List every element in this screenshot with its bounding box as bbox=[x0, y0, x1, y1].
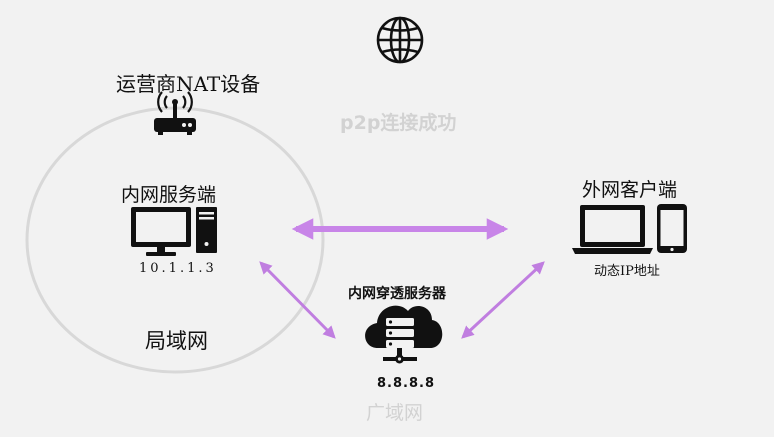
dynamic-ip-label: 动态IP地址 bbox=[594, 264, 660, 279]
phone-icon bbox=[657, 204, 687, 253]
globe-icon bbox=[376, 16, 424, 64]
penetration-server-label: 内网穿透服务器 bbox=[348, 286, 446, 302]
lan-label: 局域网 bbox=[145, 329, 208, 353]
p2p-success-label: p2p连接成功 bbox=[340, 112, 457, 134]
cloud-server-icon bbox=[365, 305, 443, 364]
penetration-server-ip: 8.8.8.8 bbox=[377, 376, 435, 391]
external-client-label: 外网客户端 bbox=[582, 179, 678, 201]
client-to-relay-arrow bbox=[461, 261, 545, 339]
router-icon bbox=[154, 91, 196, 135]
laptop-icon bbox=[572, 205, 653, 254]
intranet-server-label: 内网服务端 bbox=[121, 184, 217, 206]
server-to-relay-arrow bbox=[259, 261, 336, 339]
intranet-server-ip: 10.1.1.3 bbox=[139, 261, 217, 276]
carrier-nat-label: 运营商NAT设备 bbox=[116, 72, 261, 96]
desktop-pc-icon bbox=[131, 207, 217, 256]
wan-label: 广域网 bbox=[366, 402, 424, 424]
